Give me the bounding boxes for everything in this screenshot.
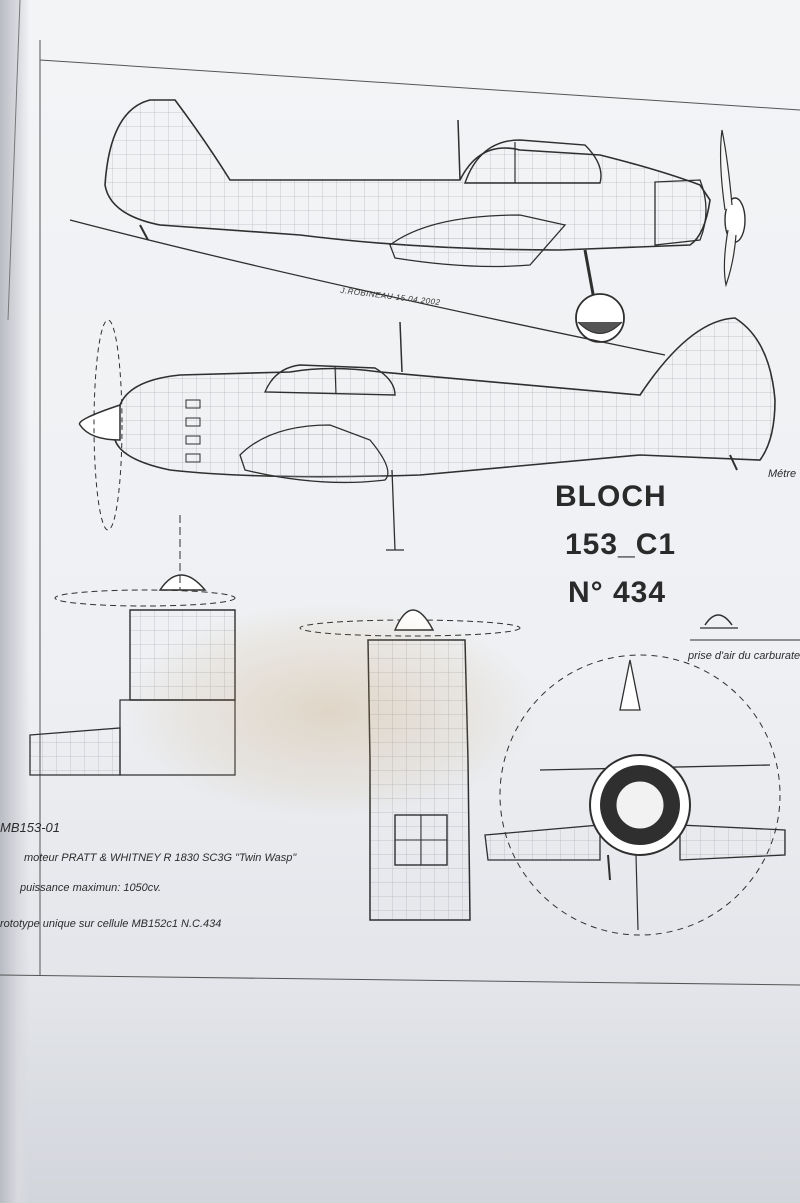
side-view-lower <box>78 317 776 551</box>
aircraft-drawing <box>0 0 800 986</box>
note-power: puissance maximun: 1050cv. <box>20 882 162 894</box>
plan-view-centre <box>299 609 521 921</box>
note-prototype: rototype unique sur cellule MB152c1 N.C.… <box>0 918 222 930</box>
sheet-edge <box>7 0 21 321</box>
side-view-upper <box>69 99 746 356</box>
front-view <box>484 654 786 936</box>
border-bottom <box>0 974 800 986</box>
title-line-1: BLOCH <box>555 480 667 513</box>
partial-label-right: Métre <box>768 468 797 480</box>
note-engine: moteur PRATT & WHITNEY R 1830 SC3G "Twin… <box>24 852 297 864</box>
title-line-3: N° 434 <box>568 576 667 609</box>
page-shadow <box>0 0 30 1203</box>
border-top <box>39 59 800 111</box>
note-model: MB153-01 <box>0 820 60 835</box>
top-view-left <box>29 515 236 776</box>
title-line-2: 153_C1 <box>565 528 677 561</box>
carburetor-intake-icon <box>690 614 800 641</box>
carburetor-caption: prise d'air du carburateur <box>688 650 800 662</box>
